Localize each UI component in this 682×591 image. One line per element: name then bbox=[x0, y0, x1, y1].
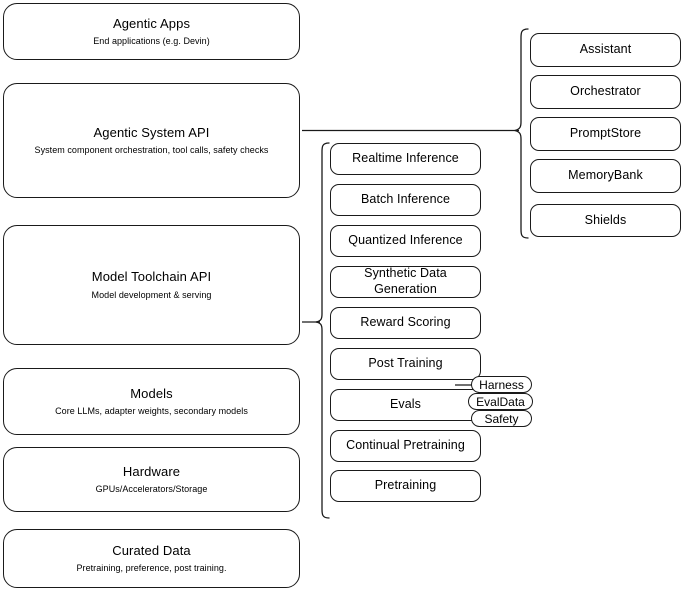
toolchain-item-label: Realtime Inference bbox=[352, 151, 459, 166]
toolchain-item-post-training[interactable]: Post Training bbox=[330, 348, 481, 380]
toolchain-item-pretraining[interactable]: Pretraining bbox=[330, 470, 481, 502]
layer-title: Hardware bbox=[122, 463, 181, 479]
layer-subtitle: GPUs/Accelerators/Storage bbox=[95, 484, 208, 494]
layer-box-model-toolchain-api[interactable]: Model Toolchain API Model development & … bbox=[3, 225, 300, 345]
system-components-brace bbox=[512, 28, 529, 239]
layer-box-agentic-apps[interactable]: Agentic Apps End applications (e.g. Devi… bbox=[3, 3, 300, 60]
eval-pill-label: EvalData bbox=[476, 394, 525, 409]
toolchain-item-batch-inference[interactable]: Batch Inference bbox=[330, 184, 481, 216]
toolchain-item-label: Synthetic Data Generation bbox=[364, 266, 447, 296]
layer-subtitle: Core LLMs, adapter weights, secondary mo… bbox=[55, 406, 248, 416]
toolchain-item-realtime-inference[interactable]: Realtime Inference bbox=[330, 143, 481, 175]
toolchain-item-evals[interactable]: Evals bbox=[330, 389, 481, 421]
toolchain-item-label: Evals bbox=[389, 397, 422, 412]
system-item-promptstore[interactable]: PromptStore bbox=[530, 117, 681, 151]
layer-box-hardware[interactable]: Hardware GPUs/Accelerators/Storage bbox=[3, 447, 300, 512]
toolchain-item-label: Quantized Inference bbox=[348, 233, 463, 248]
toolchain-components-brace bbox=[315, 142, 330, 519]
toolchain-item-label: Continual Pretraining bbox=[346, 438, 465, 453]
system-item-label: PromptStore bbox=[569, 126, 642, 141]
layer-title: Agentic Apps bbox=[112, 15, 191, 31]
layer-title: Curated Data bbox=[112, 542, 191, 558]
system-item-memorybank[interactable]: MemoryBank bbox=[530, 159, 681, 193]
eval-pill-harness[interactable]: Harness bbox=[471, 376, 532, 393]
layer-title: Agentic System API bbox=[93, 124, 210, 140]
toolchain-item-reward-scoring[interactable]: Reward Scoring bbox=[330, 307, 481, 339]
eval-pill-evaldata[interactable]: EvalData bbox=[468, 393, 533, 410]
layer-subtitle: System component orchestration, tool cal… bbox=[34, 145, 269, 155]
system-item-label: Shields bbox=[584, 212, 627, 227]
system-item-shields[interactable]: Shields bbox=[530, 204, 681, 237]
system-item-orchestrator[interactable]: Orchestrator bbox=[530, 75, 681, 109]
layer-subtitle: Pretraining, preference, post training. bbox=[76, 563, 227, 573]
layer-box-curated-data[interactable]: Curated Data Pretraining, preference, po… bbox=[3, 529, 300, 588]
system-item-assistant[interactable]: Assistant bbox=[530, 33, 681, 67]
layer-title: Models bbox=[130, 385, 173, 401]
eval-pill-label: Harness bbox=[479, 377, 524, 392]
toolchain-item-label: Pretraining bbox=[374, 478, 437, 493]
layer-box-models[interactable]: Models Core LLMs, adapter weights, secon… bbox=[3, 368, 300, 435]
toolchain-item-label: Reward Scoring bbox=[360, 315, 451, 330]
toolchain-item-continual-pretraining[interactable]: Continual Pretraining bbox=[330, 430, 481, 462]
system-item-label: MemoryBank bbox=[568, 168, 643, 183]
layer-subtitle: End applications (e.g. Devin) bbox=[93, 36, 210, 46]
toolchain-item-synthetic-data-generation[interactable]: Synthetic Data Generation bbox=[330, 266, 481, 298]
layer-subtitle: Model development & serving bbox=[91, 289, 212, 300]
eval-pill-safety[interactable]: Safety bbox=[471, 410, 532, 427]
system-item-label: Assistant bbox=[579, 42, 632, 57]
toolchain-item-label: Batch Inference bbox=[360, 192, 451, 207]
toolchain-item-quantized-inference[interactable]: Quantized Inference bbox=[330, 225, 481, 257]
toolchain-item-label: Post Training bbox=[368, 356, 443, 371]
eval-pill-label: Safety bbox=[484, 411, 519, 426]
system-item-label: Orchestrator bbox=[570, 84, 641, 99]
layer-title: Model Toolchain API bbox=[91, 269, 212, 285]
layer-box-agentic-system-api[interactable]: Agentic System API System component orch… bbox=[3, 83, 300, 198]
